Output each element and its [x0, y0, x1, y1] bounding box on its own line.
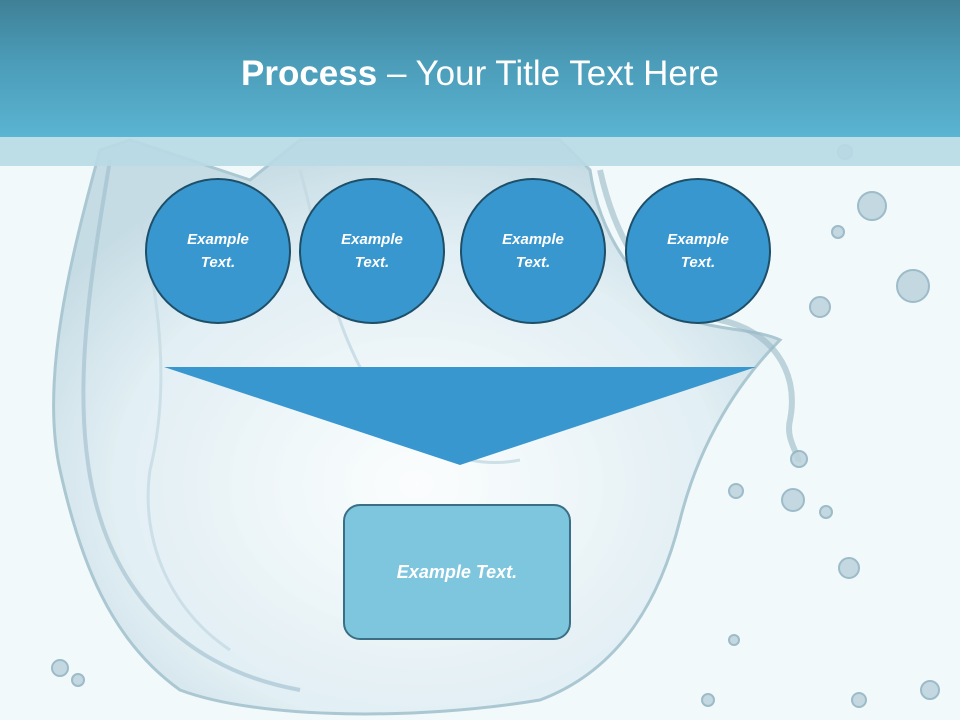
title-dash: –	[377, 54, 416, 93]
process-step-label-4: Example Text.	[667, 231, 729, 271]
header-banner	[0, 0, 960, 137]
process-step-circle-1: Example Text.	[145, 178, 291, 324]
slide-title: Process – Your Title Text Here	[0, 54, 960, 94]
funnel-triangle	[164, 367, 756, 465]
process-step-label-2: Example Text.	[341, 231, 403, 271]
process-step-circle-3: Example Text.	[460, 178, 606, 324]
process-step-label-3: Example Text.	[502, 231, 564, 271]
process-step-label-1: Example Text.	[187, 231, 249, 271]
process-step-circle-2: Example Text.	[299, 178, 445, 324]
title-bold-text: Process	[241, 54, 378, 93]
result-label: Example Text.	[396, 561, 518, 582]
header-strip	[0, 137, 960, 166]
title-rest-text: Your Title Text Here	[415, 54, 720, 93]
result-box: Example Text.	[343, 504, 571, 640]
process-step-circle-4: Example Text.	[625, 178, 771, 324]
